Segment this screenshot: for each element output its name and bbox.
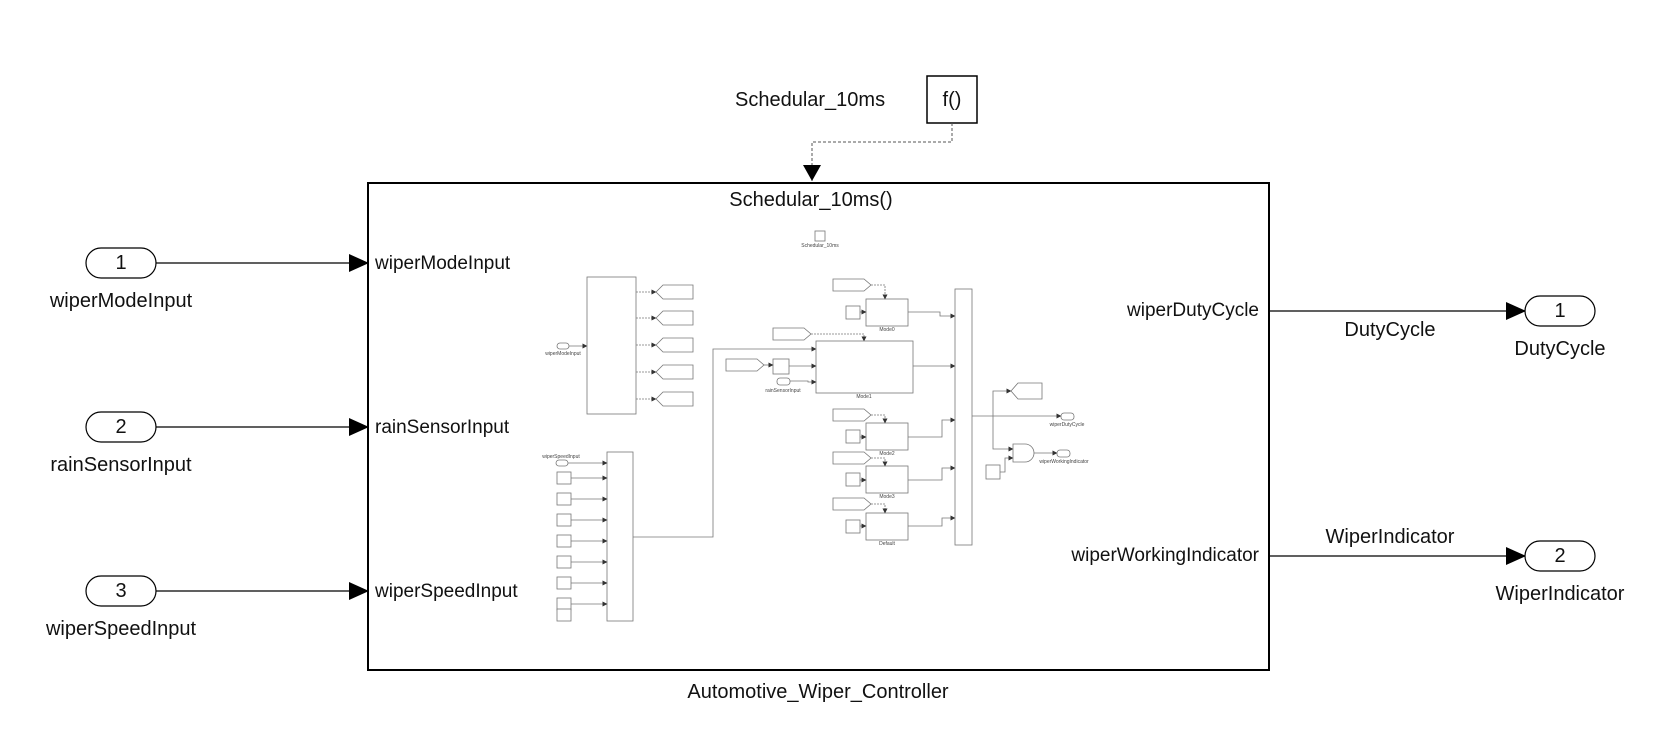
preview-constant <box>845 429 861 444</box>
preview-constant <box>556 576 572 590</box>
outport-2-number: 2 <box>1554 545 1566 567</box>
preview-line <box>1000 455 1014 473</box>
preview-from-tag <box>725 358 765 372</box>
preview-line <box>908 465 956 481</box>
preview-constant <box>556 513 572 527</box>
preview-speed-bus <box>606 451 634 622</box>
preview-constant <box>556 597 572 611</box>
inport-3-number: 3 <box>115 580 127 602</box>
subsystem-title: Schedular_10ms() <box>729 189 893 211</box>
subsystem-input-port-label: wiperModeInput <box>375 253 511 274</box>
outport-2-oval[interactable] <box>1524 540 1596 572</box>
preview-outport-duty <box>1060 412 1075 421</box>
preview-constant <box>985 464 1001 480</box>
preview-line <box>790 379 817 385</box>
preview-mode-block-label: Mode0 <box>879 327 895 333</box>
preview-mode-demux <box>586 276 637 415</box>
preview-line <box>908 311 956 319</box>
preview-from-tag <box>832 278 872 292</box>
preview-goto-tag <box>655 364 694 380</box>
preview-from-tag <box>832 451 872 465</box>
function-call-line <box>811 123 953 181</box>
preview-goto-tag <box>655 284 694 300</box>
outport-1-name: DutyCycle <box>1514 338 1606 360</box>
outport-2-name: WiperIndicator <box>1495 583 1625 605</box>
preview-inport-rain <box>776 377 791 386</box>
preview-from-tag <box>772 327 812 341</box>
preview-mode-block <box>865 298 909 327</box>
preview-line <box>633 346 817 538</box>
preview-goto-tag <box>1010 382 1043 400</box>
scheduler-block-text: f() <box>942 89 962 111</box>
preview-inport-speed <box>555 459 569 467</box>
preview-mode-block-label: Mode3 <box>879 494 895 500</box>
preview-constant <box>556 471 572 485</box>
inport-1-name: wiperModeInput <box>49 290 193 312</box>
outport-1-oval[interactable] <box>1524 295 1596 327</box>
preview-rain-input-label: rainSensorInput <box>765 388 801 394</box>
preview-from-tag <box>832 497 872 511</box>
preview-inport-mode <box>556 342 570 350</box>
outport-1-number: 1 <box>1554 300 1566 322</box>
preview-line <box>908 417 956 438</box>
signal-label-DutyCycle: DutyCycle <box>1344 319 1436 341</box>
preview-constant <box>556 608 572 622</box>
preview-constant <box>556 534 572 548</box>
preview-mode-block-label: Mode1 <box>856 394 872 400</box>
function-call-trigger-arrow <box>803 165 821 181</box>
preview-logic-gate <box>1012 443 1035 463</box>
preview-indicator-output-label: wiperWorkingIndicator <box>1039 459 1089 465</box>
subsystem-input-port-label: rainSensorInput <box>375 417 510 438</box>
preview-from-tag <box>832 408 872 422</box>
preview-outport-indicator <box>1056 449 1071 458</box>
preview-line <box>811 333 867 342</box>
subsystem-preview <box>555 230 1075 622</box>
scheduler-block[interactable] <box>926 75 978 124</box>
preview-mode-block <box>865 465 909 494</box>
signal-label-WiperIndicator: WiperIndicator <box>1325 526 1455 548</box>
preview-merge-block <box>954 288 973 546</box>
subsystem-name: Automotive_Wiper_Controller <box>687 681 949 703</box>
preview-goto-tag <box>655 310 694 326</box>
inport-2-name: rainSensorInput <box>50 454 192 476</box>
preview-goto-tag <box>655 391 694 407</box>
preview-constant <box>845 472 861 487</box>
inport-2-number: 2 <box>115 416 127 438</box>
preview-goto-tag <box>655 337 694 353</box>
preview-line <box>871 503 888 514</box>
preview-constant <box>556 555 572 569</box>
subsystem-output-port-label: wiperDutyCycle <box>1127 300 1259 321</box>
preview-constant <box>845 305 861 320</box>
preview-line <box>871 414 888 424</box>
preview-constant <box>556 492 572 506</box>
preview-duty-output-label: wiperDutyCycle <box>1049 422 1085 428</box>
preview-constant <box>845 519 861 534</box>
preview-mode-input-label: wiperModeInput <box>545 351 581 357</box>
preview-mode-block <box>815 340 914 394</box>
subsystem-block[interactable] <box>367 182 1270 671</box>
preview-mode-block-label: Mode2 <box>879 451 895 457</box>
preview-line <box>992 416 1014 452</box>
preview-mode-block <box>865 422 909 451</box>
subsystem-input-port-label: wiperSpeedInput <box>375 581 518 602</box>
preview-line <box>992 388 1012 416</box>
preview-speed-input-label: wiperSpeedInput <box>542 454 580 460</box>
preview-scheduler-block <box>814 230 826 242</box>
subsystem-output-port-label: wiperWorkingIndicator <box>1071 545 1259 566</box>
preview-line <box>871 457 888 467</box>
preview-mode-block-label: Default <box>879 541 895 547</box>
preview-constant <box>772 358 790 375</box>
preview-line <box>908 515 956 527</box>
scheduler-label: Schedular_10ms <box>735 89 886 111</box>
inport-3-name: wiperSpeedInput <box>45 618 197 640</box>
preview-mode-block <box>865 512 909 541</box>
preview-line <box>871 284 888 300</box>
preview-sched-label: Schedular_10ms <box>801 243 839 249</box>
inport-1-number: 1 <box>115 252 127 274</box>
